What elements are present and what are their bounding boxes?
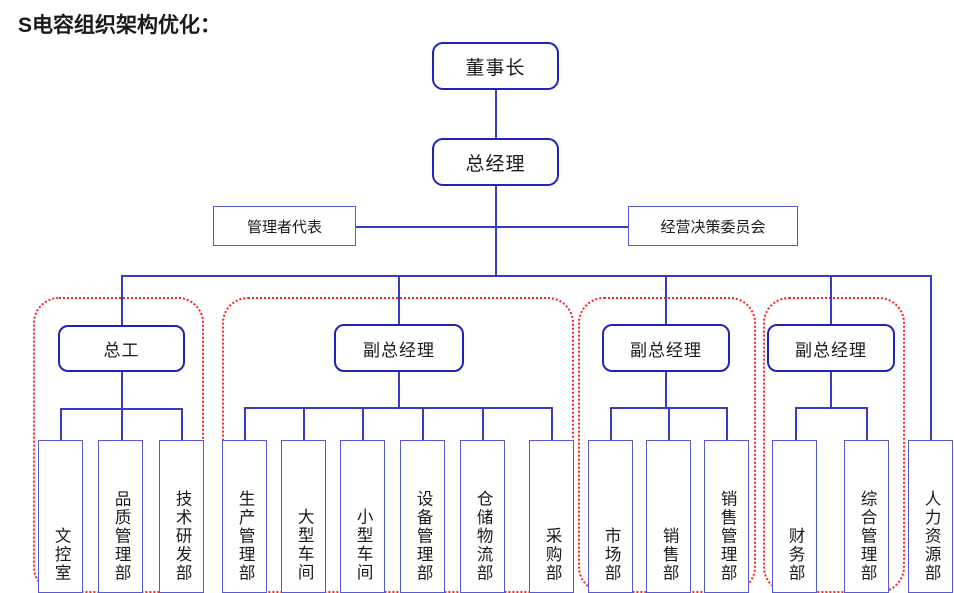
connector-to-production-mgmt bbox=[244, 407, 246, 441]
node-small-workshop[interactable]: 小型车间 bbox=[340, 440, 385, 593]
connector-chairman-to-gm bbox=[495, 90, 497, 138]
connector-deputy-admin-bar bbox=[795, 407, 867, 409]
node-purchasing[interactable]: 采购部 bbox=[529, 440, 574, 593]
connector-bus-to-deputy-sales bbox=[665, 275, 667, 324]
connector-deputy-admin-stem bbox=[830, 372, 832, 408]
node-large-workshop[interactable]: 大型车间 bbox=[281, 440, 326, 593]
node-chief-engineer[interactable]: 总工 bbox=[58, 325, 185, 372]
node-deputy-gm-production-label: 副总经理 bbox=[363, 340, 435, 360]
node-equipment-mgmt[interactable]: 设备管理部 bbox=[400, 440, 445, 593]
node-sales[interactable]: 销售部 bbox=[646, 440, 691, 593]
node-tech-rd[interactable]: 技术研发部 bbox=[159, 440, 204, 593]
node-general-manager-label: 总经理 bbox=[465, 153, 526, 175]
node-sales-mgmt-label: 销售管理部 bbox=[718, 489, 737, 583]
node-production-mgmt[interactable]: 生产管理部 bbox=[222, 440, 267, 593]
node-human-resources[interactable]: 人力资源部 bbox=[908, 440, 953, 593]
node-purchasing-label: 采购部 bbox=[543, 526, 562, 583]
connector-deputy-sales-stem bbox=[665, 372, 667, 408]
connector-to-warehouse-logistics bbox=[482, 407, 484, 441]
connector-to-finance bbox=[795, 407, 797, 441]
connector-to-quality-mgmt bbox=[121, 408, 123, 441]
connector-bus-to-chief-engineer bbox=[121, 275, 123, 325]
node-warehouse-logistics-label: 仓储物流部 bbox=[474, 489, 493, 583]
node-sales-mgmt[interactable]: 销售管理部 bbox=[704, 440, 749, 593]
node-deputy-gm-production[interactable]: 副总经理 bbox=[334, 324, 464, 372]
node-finance[interactable]: 财务部 bbox=[772, 440, 817, 593]
connector-to-tech-rd bbox=[181, 408, 183, 441]
node-quality-mgmt[interactable]: 品质管理部 bbox=[98, 440, 143, 593]
connector-to-sales-mgmt bbox=[726, 407, 728, 441]
node-finance-label: 财务部 bbox=[786, 526, 805, 583]
node-general-admin[interactable]: 综合管理部 bbox=[844, 440, 889, 593]
connector-committee-right bbox=[495, 226, 628, 228]
node-large-workshop-label: 大型车间 bbox=[295, 508, 314, 582]
node-chief-engineer-label: 总工 bbox=[103, 341, 140, 360]
node-quality-mgmt-label: 品质管理部 bbox=[112, 489, 131, 583]
connector-to-sales bbox=[668, 407, 670, 441]
connector-main-bus bbox=[122, 275, 931, 277]
connector-bus-to-deputy-production bbox=[398, 275, 400, 324]
connector-to-large-workshop bbox=[303, 407, 305, 441]
connector-deputy-production-stem bbox=[398, 372, 400, 408]
node-tech-rd-label: 技术研发部 bbox=[173, 489, 192, 583]
node-deputy-gm-admin[interactable]: 副总经理 bbox=[767, 324, 895, 372]
node-deputy-gm-sales[interactable]: 副总经理 bbox=[602, 324, 730, 372]
connector-gm-stem bbox=[495, 186, 497, 275]
node-marketing-label: 市场部 bbox=[602, 526, 621, 583]
node-human-resources-label: 人力资源部 bbox=[922, 489, 941, 583]
node-production-mgmt-label: 生产管理部 bbox=[236, 489, 255, 583]
node-doc-control-label: 文控室 bbox=[52, 526, 71, 583]
node-warehouse-logistics[interactable]: 仓储物流部 bbox=[460, 440, 505, 593]
node-general-admin-label: 综合管理部 bbox=[858, 489, 877, 583]
node-marketing[interactable]: 市场部 bbox=[588, 440, 633, 593]
connector-to-purchasing bbox=[551, 407, 553, 441]
node-general-manager[interactable]: 总经理 bbox=[432, 138, 559, 186]
connector-to-equipment-mgmt bbox=[422, 407, 424, 441]
connector-bus-to-deputy-admin bbox=[830, 275, 832, 324]
node-deputy-gm-sales-label: 副总经理 bbox=[630, 340, 702, 360]
node-equipment-mgmt-label: 设备管理部 bbox=[414, 489, 433, 583]
connector-to-marketing bbox=[610, 407, 612, 441]
connector-chief-engineer-stem bbox=[121, 372, 123, 409]
node-doc-control[interactable]: 文控室 bbox=[38, 440, 83, 593]
node-decision-committee[interactable]: 经营决策委员会 bbox=[628, 206, 798, 246]
node-management-representative[interactable]: 管理者代表 bbox=[213, 206, 356, 246]
connector-bus-to-human-resources bbox=[930, 275, 932, 441]
node-decision-committee-label: 经营决策委员会 bbox=[660, 218, 766, 236]
node-sales-label: 销售部 bbox=[660, 526, 679, 583]
connector-to-general-admin bbox=[866, 407, 868, 441]
page-title: S电容组织架构优化： bbox=[18, 14, 222, 37]
node-chairman-label: 董事长 bbox=[465, 57, 526, 79]
connector-deputy-production-bar bbox=[244, 407, 552, 409]
node-management-representative-label: 管理者代表 bbox=[246, 218, 322, 236]
connector-to-small-workshop bbox=[362, 407, 364, 441]
node-chairman[interactable]: 董事长 bbox=[432, 42, 559, 90]
connector-to-doc-control bbox=[60, 408, 62, 441]
node-deputy-gm-admin-label: 副总经理 bbox=[795, 340, 867, 360]
connector-committee-left bbox=[356, 226, 496, 228]
node-small-workshop-label: 小型车间 bbox=[354, 508, 373, 582]
